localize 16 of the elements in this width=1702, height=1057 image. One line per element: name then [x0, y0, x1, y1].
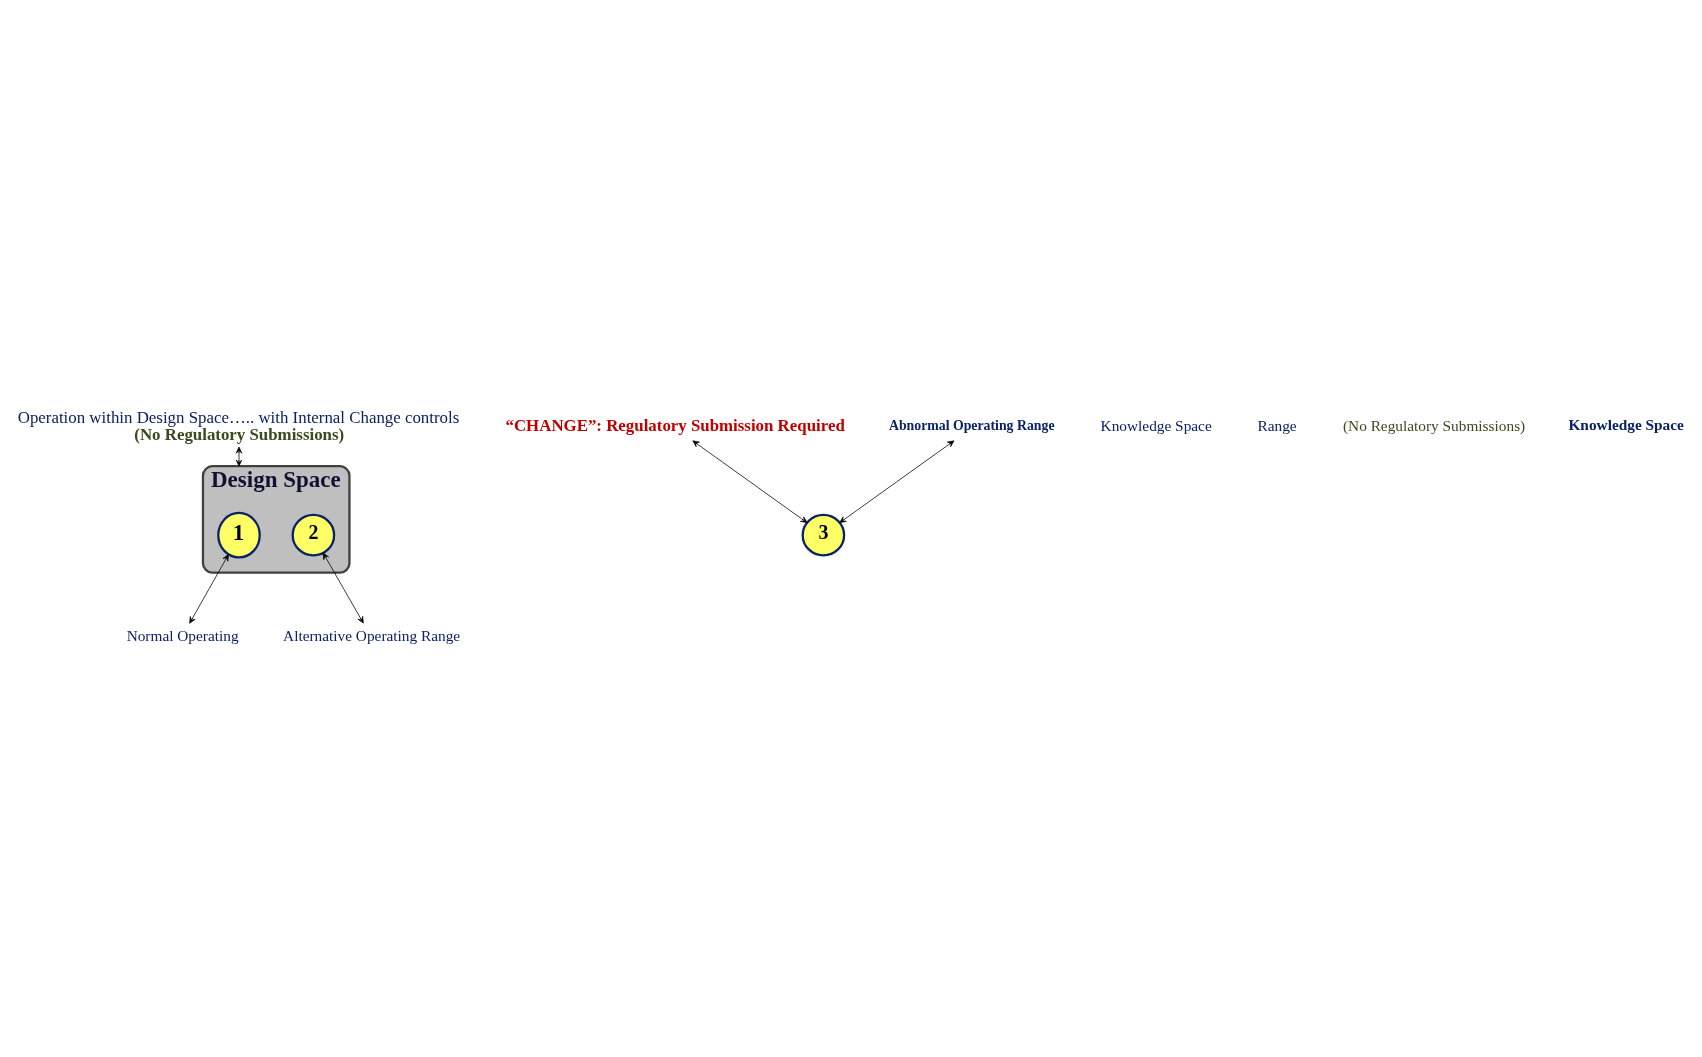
label: Knowledge Space [1568, 415, 1684, 433]
arrow [235, 446, 243, 466]
node-text: Abnormal Operating Range [888, 417, 1055, 433]
arrow [692, 439, 808, 523]
label: Knowledge Space [1100, 416, 1212, 434]
arrow [322, 552, 364, 623]
node-circle: 2 [291, 513, 336, 556]
arrow [839, 439, 955, 523]
node-text: Alternative Operating Range [283, 626, 461, 644]
node-text: Normal Operating [126, 626, 239, 644]
node-text: Operation within Design Space….. with Internal Change controls (No Regulatory Submissions) [17, 407, 460, 444]
arrow [189, 553, 229, 624]
label: (No Regulatory Submissions) [1342, 416, 1526, 434]
node-circle: 1 [217, 511, 261, 558]
node-text: “CHANGE”: Regulatory Submission Required [505, 415, 845, 435]
label: Range [1257, 416, 1297, 434]
